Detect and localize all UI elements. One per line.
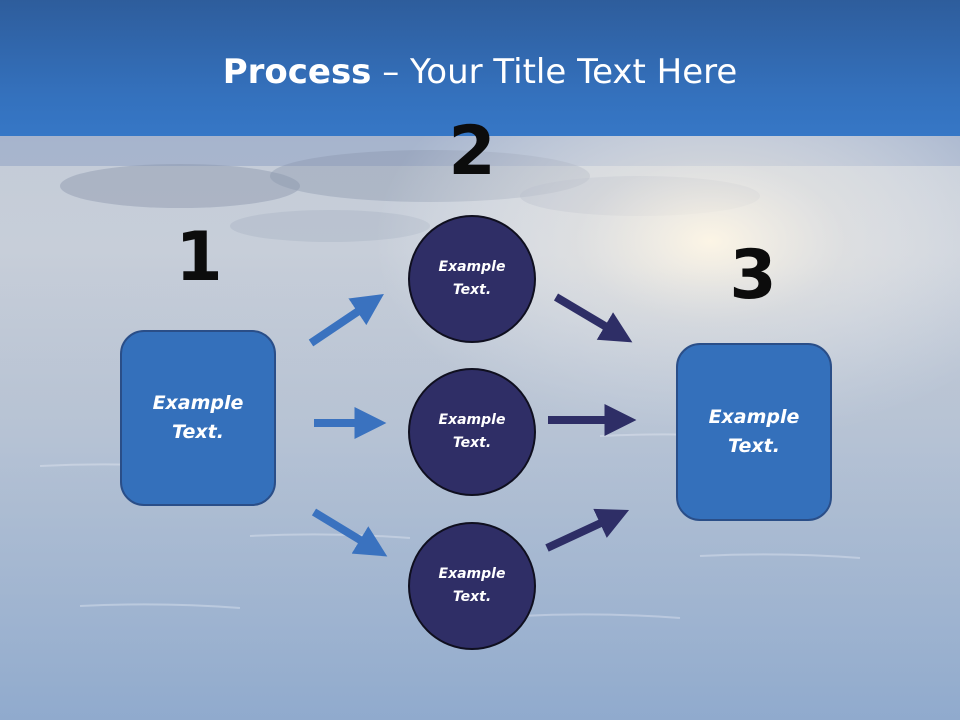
circle-bottom: Example Text. [408, 522, 536, 650]
arrow-right-icon-up-left [308, 293, 384, 347]
right-box-text: Example Text. [708, 406, 800, 457]
right-box: Example Text. [676, 343, 832, 521]
circle-middle-text: Example Text. [438, 412, 506, 451]
arrow-right-icon-up-right [545, 508, 630, 552]
header-bar [0, 0, 960, 136]
left-box-text: Example Text. [152, 392, 244, 443]
arrow-right-icon-down-right [553, 293, 633, 343]
arrow-right-icon-down-left [311, 508, 388, 557]
left-box: Example Text. [120, 330, 276, 506]
circle-middle: Example Text. [408, 368, 536, 496]
circle-bottom-text: Example Text. [438, 566, 506, 605]
page-title: Process – Your Title Text Here [0, 52, 960, 92]
step-number-2: 2 [448, 112, 496, 191]
step-number-1: 1 [175, 218, 223, 297]
title-bold: Process [222, 52, 372, 92]
step-number-3: 3 [729, 236, 777, 315]
title-rest: – Your Title Text Here [371, 52, 738, 92]
circle-top: Example Text. [408, 215, 536, 343]
circle-top-text: Example Text. [438, 259, 506, 298]
